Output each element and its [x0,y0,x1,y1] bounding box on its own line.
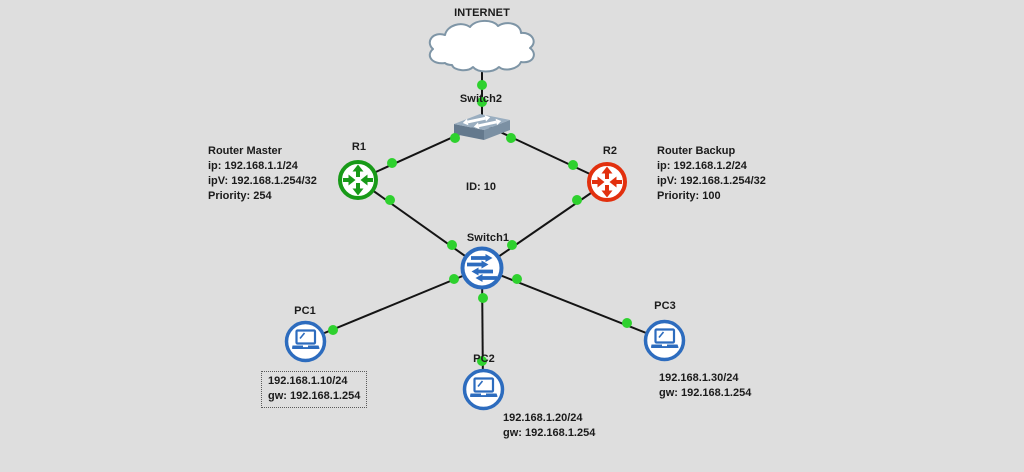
note-line: ipV: 192.168.1.254/32 [208,175,317,187]
link-status-dot [449,274,459,284]
note-line: ip: 192.168.1.2/24 [657,160,747,172]
note-pc2-address[interactable]: 192.168.1.20/24 gw: 192.168.1.254 [503,411,595,441]
note-line: ipV: 192.168.1.254/32 [657,175,766,187]
link-status-dot [478,293,488,303]
link-status-dot [622,318,632,328]
note-line: Priority: 100 [657,190,721,202]
note-router-master[interactable]: Router Master ip: 192.168.1.1/24 ipV: 19… [208,144,317,204]
label-pc1[interactable]: PC1 [294,305,316,317]
label-pc2[interactable]: PC2 [473,353,495,365]
note-pc1-address[interactable]: 192.168.1.10/24 gw: 192.168.1.254 [261,371,368,408]
node-switch2[interactable] [451,105,513,143]
note-line: 192.168.1.20/24 [503,412,583,424]
note-pc3-address[interactable]: 192.168.1.30/24 gw: 192.168.1.254 [659,371,751,401]
link-status-dot [477,80,487,90]
node-r1[interactable] [337,159,379,201]
link-status-dot [477,356,487,366]
laptop-icon [284,320,327,363]
label-switch1[interactable]: Switch1 [466,232,510,244]
link-switch2-r2[interactable] [482,123,608,183]
link-status-dot [568,160,578,170]
note-line: gw: 192.168.1.254 [503,427,596,439]
link-status-dot [385,195,395,205]
laptop-icon [643,319,686,362]
router-icon [338,160,378,200]
label-r2[interactable]: R2 [602,145,618,157]
label-pc3[interactable]: PC3 [654,300,676,312]
node-pc1[interactable] [284,320,327,363]
cloud-icon [428,19,535,73]
link-r2-switch1[interactable] [481,181,608,269]
label-internet[interactable]: INTERNET [454,7,510,19]
note-line: 192.168.1.10/24 [268,375,348,387]
node-switch1[interactable] [459,245,505,291]
ethernet-switch-3d-icon [454,114,510,140]
node-pc2[interactable] [462,368,505,411]
link-status-dot [328,325,338,335]
note-line: 192.168.1.30/24 [659,372,739,384]
link-status-dot [507,240,517,250]
node-pc3[interactable] [643,319,686,362]
label-switch2[interactable]: Switch2 [459,93,503,105]
note-router-backup[interactable]: Router Backup ip: 192.168.1.2/24 ipV: 19… [657,144,766,204]
link-status-dot [506,133,516,143]
note-line: Router Backup [657,145,736,157]
note-line: gw: 192.168.1.254 [268,390,361,402]
laptop-icon [462,368,505,411]
link-switch1-pc3[interactable] [481,267,665,341]
link-status-dot [387,158,397,168]
node-r2[interactable] [586,161,628,203]
link-status-dot [477,97,487,107]
link-status-dot [450,133,460,143]
switch-icon [460,246,504,290]
node-internet[interactable] [424,18,540,74]
link-r1-switch1[interactable] [357,179,483,269]
link-status-dot [572,195,582,205]
note-line: gw: 192.168.1.254 [659,387,752,399]
label-r1[interactable]: R1 [351,141,367,153]
note-vlan-id[interactable]: ID: 10 [466,181,496,193]
link-status-dot [447,240,457,250]
note-line: Priority: 254 [208,190,272,202]
router-icon [587,162,627,202]
note-line: Router Master [208,145,282,157]
note-line: ip: 192.168.1.1/24 [208,160,298,172]
link-status-dot [512,274,522,284]
